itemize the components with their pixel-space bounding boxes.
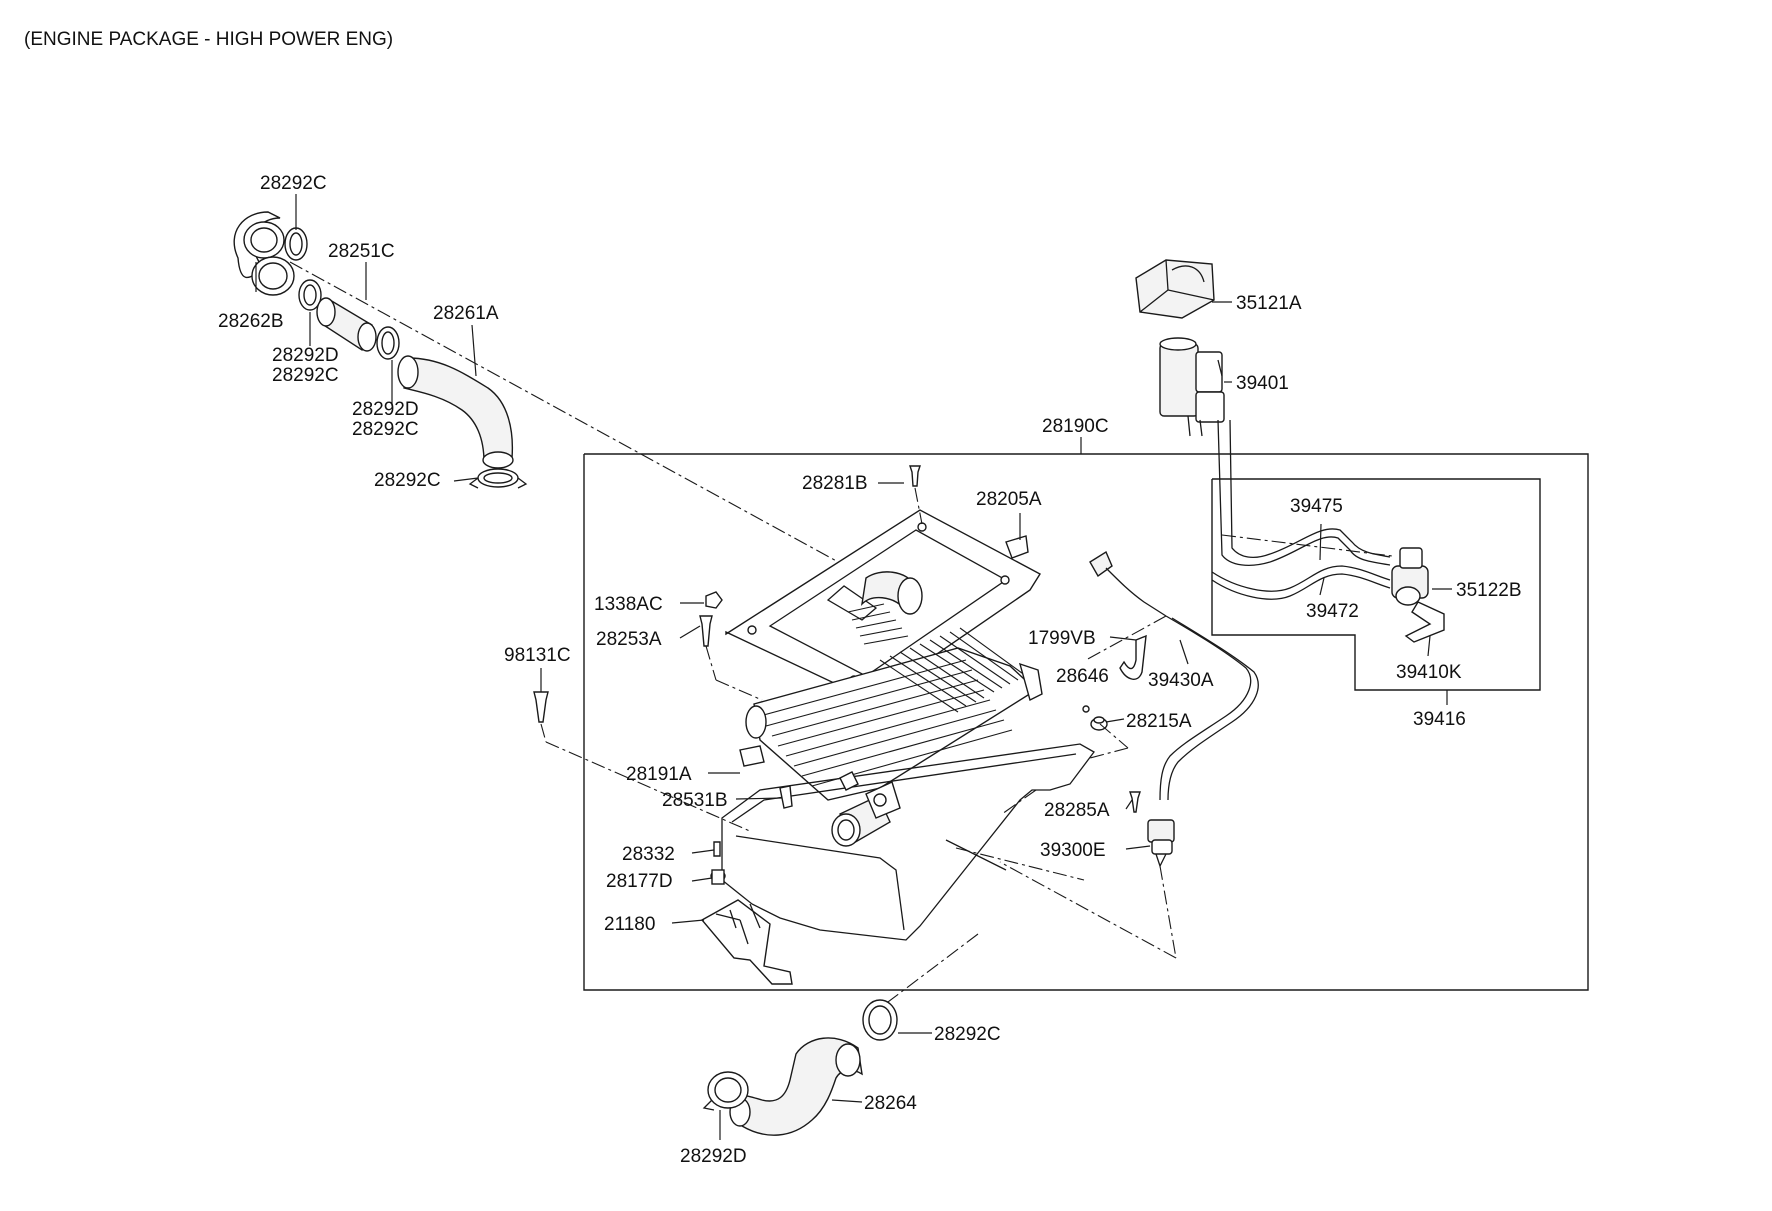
solenoid-valve-39401 <box>1159 337 1225 437</box>
sensor-wiring-39430A <box>1085 550 1259 801</box>
label-28332: 28332 <box>622 844 675 865</box>
label-35121A: 35121A <box>1236 293 1302 314</box>
hose-28264 <box>729 1037 863 1136</box>
assembly-frame-28190C <box>583 453 1589 991</box>
label-98131C: 98131C <box>504 645 571 666</box>
label-28262B: 28262B <box>218 311 284 332</box>
bolt-28285A <box>1129 791 1141 813</box>
label-35122B: 35122B <box>1456 580 1522 601</box>
leaders <box>255 194 1452 1140</box>
clip-1799VB <box>1119 634 1147 680</box>
bracket-28191A <box>739 745 765 767</box>
label-28177D: 28177D <box>606 871 673 892</box>
label-28292C-top: 28292C <box>260 173 327 194</box>
label-28264: 28264 <box>864 1093 917 1114</box>
label-1799VB: 1799VB <box>1028 628 1096 649</box>
intercooler-core <box>745 603 1043 801</box>
hose-clamp-28292D-left <box>298 279 322 311</box>
label-28292D-c: 28292D <box>680 1146 747 1167</box>
label-28292C-d: 28292C <box>934 1024 1001 1045</box>
label-39401: 39401 <box>1236 373 1289 394</box>
label-28646: 28646 <box>1056 666 1109 687</box>
bracket-21180 <box>700 899 793 985</box>
part-labels: 28292C 28251C 28262B 28261A 28292D 28292… <box>218 173 1522 1167</box>
outlet-pipe <box>831 781 901 847</box>
clip-28205A <box>1005 535 1029 559</box>
label-28191A: 28191A <box>626 764 692 785</box>
label-28292C-b: 28292C <box>352 419 419 440</box>
intercooler-top-plate <box>725 509 1041 701</box>
label-39300E: 39300E <box>1040 840 1106 861</box>
label-39430A: 39430A <box>1148 670 1214 691</box>
vacuum-hose-39475 <box>1217 419 1391 566</box>
bolt-28281B <box>909 465 921 487</box>
hose-clamp-28292C-lower-right <box>862 999 898 1041</box>
label-28281B: 28281B <box>802 473 868 494</box>
label-28253A: 28253A <box>596 629 662 650</box>
diagram-title: (ENGINE PACKAGE - HIGH POWER ENG) <box>24 29 393 50</box>
grommet-28177D <box>710 869 726 885</box>
hose-clamp-28292D-mid <box>376 326 400 360</box>
label-39410K: 39410K <box>1396 662 1462 683</box>
pin-28332 <box>713 841 721 857</box>
vacuum-actuator-35122B <box>1391 547 1429 606</box>
label-39472: 39472 <box>1306 601 1359 622</box>
subassembly-frame-39416 <box>1211 478 1541 691</box>
bracket-39410K <box>1404 601 1445 643</box>
hose-clamp-28292D-lower <box>702 1071 749 1111</box>
label-39416: 39416 <box>1413 709 1466 730</box>
hose-clamp-28292C-top <box>284 227 308 261</box>
label-28190C: 28190C <box>1042 416 1109 437</box>
label-28292C-c: 28292C <box>374 470 441 491</box>
plug-28646 <box>1082 705 1090 713</box>
label-28531B: 28531B <box>662 790 728 811</box>
label-28292D-b: 28292D <box>352 399 419 420</box>
label-28261A: 28261A <box>433 303 499 324</box>
label-28205A: 28205A <box>976 489 1042 510</box>
elbow-hose-28262B <box>233 211 295 296</box>
bolt-28253A <box>699 615 713 647</box>
hose-28261A <box>397 355 514 469</box>
label-28215A: 28215A <box>1126 711 1192 732</box>
hose-clamp-28292C-lower <box>468 468 528 489</box>
sensor-39300E <box>1147 819 1175 868</box>
bolt-98131C <box>533 691 549 723</box>
label-21180: 21180 <box>604 914 655 935</box>
sensor-28531B <box>779 785 793 809</box>
label-28251C: 28251C <box>328 241 395 262</box>
label-28285A: 28285A <box>1044 800 1110 821</box>
pipe-28251C <box>316 297 377 352</box>
vacuum-hose-39472 <box>1211 573 1391 600</box>
label-39475: 39475 <box>1290 496 1343 517</box>
label-1338AC: 1338AC <box>594 594 663 615</box>
label-28292C-a: 28292C <box>272 365 339 386</box>
bracket-frame <box>721 743 1095 941</box>
nut-1338AC <box>705 591 723 609</box>
label-28292D-a: 28292D <box>272 345 339 366</box>
cover-35121A <box>1135 259 1215 319</box>
